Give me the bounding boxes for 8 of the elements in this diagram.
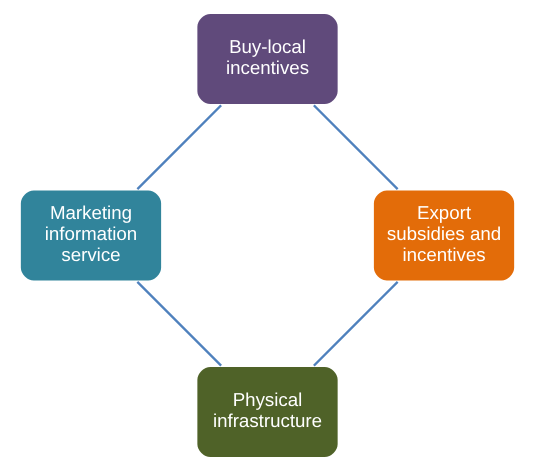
node-box: Physical infrastructure (194, 364, 340, 460)
connector (136, 104, 222, 190)
node-box: Marketing information service (18, 188, 163, 283)
connector (312, 281, 398, 366)
node-box: Buy-local incentives (194, 12, 340, 106)
connector (136, 281, 222, 366)
node-box: Export subsidies and incentives (371, 188, 516, 283)
connector (312, 104, 398, 190)
